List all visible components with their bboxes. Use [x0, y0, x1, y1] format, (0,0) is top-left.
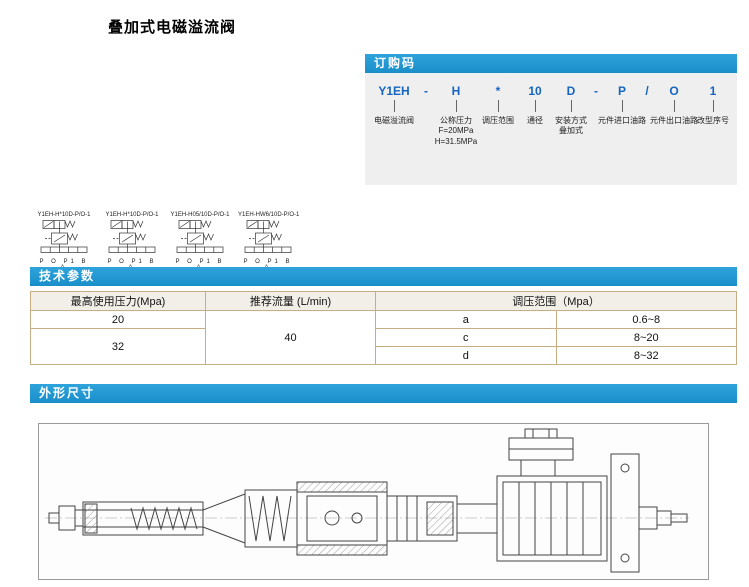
- cell-pressure-20: 20: [30, 310, 206, 329]
- code-segment-revision: 1 改型序号: [695, 83, 731, 126]
- cell-grade-d: d: [375, 346, 557, 365]
- order-code-row: Y1EH 电磁溢流阀 - H 公称压力 F=20MPa H=31.5MPa * …: [369, 83, 733, 147]
- tick-mark: [455, 100, 457, 112]
- code-part: *: [495, 84, 501, 98]
- symbol-group: Y1EH-H05/10D-P/O-1 P O P1 B A: [170, 212, 230, 271]
- code-label: 公称压力: [440, 116, 472, 125]
- col-header-pressure: 最高使用压力(Mpa): [30, 291, 206, 311]
- tech-params-table: 最高使用压力(Mpa) 推荐流量 (L/min) 调压范围（Mpa） 20 40…: [30, 291, 737, 365]
- code-segment-outlet: O 元件出口油路: [650, 83, 698, 126]
- tick-mark: [570, 100, 572, 112]
- hydraulic-symbol: [244, 220, 292, 253]
- graphic-symbols: Y1EH-H*10D-P/O-1 P O P1 B A Y1EH-H*10D-P…: [34, 212, 300, 271]
- order-code-header: 订购码: [365, 54, 737, 73]
- tech-params-header: 技术参数: [30, 267, 737, 286]
- tick-mark: [534, 100, 536, 112]
- code-segment-pressure: H 公称压力 F=20MPa H=31.5MPa: [433, 83, 479, 147]
- symbol-caption: Y1EH-H*10D-P/O-1: [37, 212, 91, 218]
- tick-mark: [393, 100, 395, 112]
- table-row: 20 40 a 0.6~8: [30, 310, 737, 365]
- tick-mark: [673, 100, 675, 112]
- code-label: 改型序号: [697, 116, 729, 125]
- cell-grade-a: a: [375, 310, 557, 329]
- page-title: 叠加式电磁溢流阀: [108, 19, 237, 36]
- table-row: d 8~32: [31, 346, 737, 365]
- symbol-caption: Y1EH-H05/10D-P/O-1: [170, 212, 230, 218]
- code-part: -: [594, 84, 598, 98]
- cell-range-d: 8~32: [555, 346, 737, 365]
- code-sublabel: H=31.5MPa: [434, 136, 478, 146]
- code-segment-size: 10 通径: [517, 83, 553, 126]
- outline-drawing-frame: [38, 423, 709, 580]
- code-segment-mounting: D 安装方式 叠加式: [553, 83, 589, 137]
- cell-grade-c: c: [375, 328, 557, 347]
- symbol-group: Y1EH-HW6/10D-P/O-1 P O P1 B A: [238, 212, 300, 271]
- code-label: 安装方式: [555, 116, 587, 125]
- symbol-caption: Y1EH-HW6/10D-P/O-1: [238, 212, 300, 218]
- col-header-range: 调压范围（Mpa）: [375, 291, 737, 311]
- code-sublabel: 叠加式: [559, 126, 583, 136]
- tick-mark: [497, 100, 499, 112]
- code-segment-range: * 调压范围: [479, 83, 517, 126]
- order-code-section: 订购码 Y1EH 电磁溢流阀 - H 公称压力 F=20MPa H=31.5MP…: [365, 54, 737, 185]
- code-part: D: [566, 84, 576, 98]
- code-separator: -: [419, 83, 433, 99]
- code-part: -: [424, 84, 428, 98]
- hydraulic-symbol: [40, 220, 88, 253]
- code-separator: /: [641, 83, 653, 99]
- code-part: P: [617, 84, 626, 98]
- cell-pressure-32: 32: [30, 328, 206, 365]
- col-header-flow: 推荐流量 (L/min): [205, 291, 376, 311]
- tick-mark: [712, 100, 714, 112]
- hydraulic-symbol: [108, 220, 156, 253]
- symbol-group: Y1EH-H*10D-P/O-1 P O P1 B A: [102, 212, 162, 271]
- order-code-panel: Y1EH 电磁溢流阀 - H 公称压力 F=20MPa H=31.5MPa * …: [365, 73, 737, 185]
- code-sublabel: F=20MPa: [438, 126, 474, 136]
- table-header-row: 最高使用压力(Mpa) 推荐流量 (L/min) 调压范围（Mpa）: [30, 291, 737, 311]
- code-part: 1: [709, 84, 717, 98]
- code-label: 电磁溢流阀: [374, 116, 414, 125]
- code-label: 元件进口油路: [598, 116, 646, 125]
- cell-range-a: 0.6~8: [555, 310, 737, 329]
- code-label: 通径: [527, 116, 543, 125]
- cell-flow: 40: [205, 310, 376, 365]
- symbol-caption: Y1EH-H*10D-P/O-1: [105, 212, 159, 218]
- code-part: /: [645, 84, 649, 98]
- valve-outline-drawing: [45, 428, 689, 573]
- code-part: Y1EH: [378, 84, 410, 98]
- code-separator: -: [589, 83, 603, 99]
- code-part: H: [451, 84, 461, 98]
- tick-mark: [621, 100, 623, 112]
- code-part: O: [669, 84, 679, 98]
- dimensions-header: 外形尺寸: [30, 384, 737, 403]
- code-segment-model: Y1EH 电磁溢流阀: [369, 83, 419, 126]
- code-segment-inlet: P 元件进口油路: [598, 83, 646, 126]
- code-part: 10: [528, 84, 542, 98]
- code-label: 调压范围: [482, 116, 514, 125]
- cell-range-c: 8~20: [555, 328, 737, 347]
- symbol-group: Y1EH-H*10D-P/O-1 P O P1 B A: [34, 212, 94, 271]
- code-label: 元件出口油路: [650, 116, 698, 125]
- table-row: 32 c 8~20: [30, 328, 737, 365]
- hydraulic-symbol: [176, 220, 224, 253]
